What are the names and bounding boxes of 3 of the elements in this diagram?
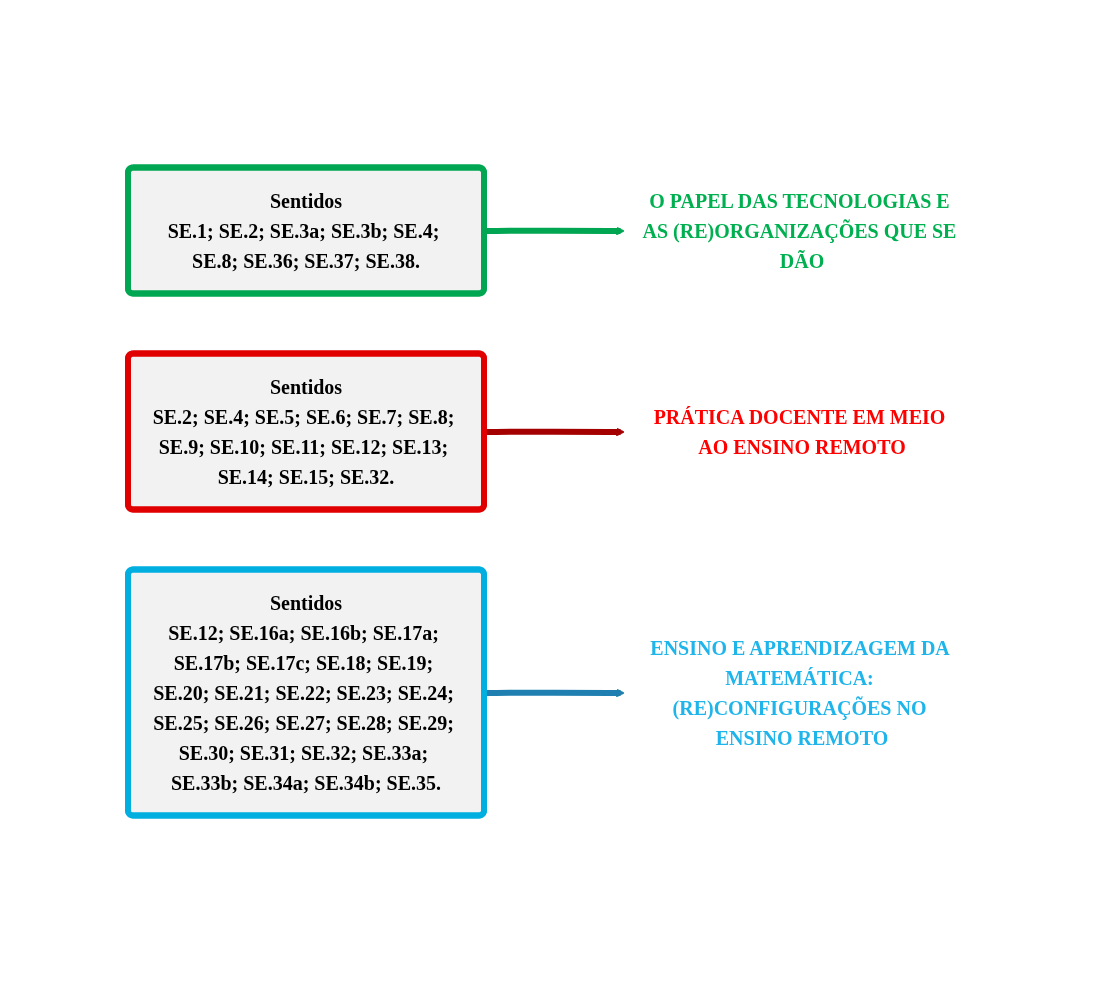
node-text: ENSINO E APRENDIZAGEM DA MATEMÁTICA: (RE)CONFIGURAÇÕES NO ENSINO REMOTO bbox=[649, 636, 949, 748]
node-text: PRÁTICA DOCENTE EM MEIO AO ENSINO REMOTO bbox=[653, 405, 945, 457]
node-text: O PAPEL DAS TECNOLOGIAS E AS (RE)ORGANIZAÇÕES QUE SE DÃO bbox=[642, 189, 956, 271]
